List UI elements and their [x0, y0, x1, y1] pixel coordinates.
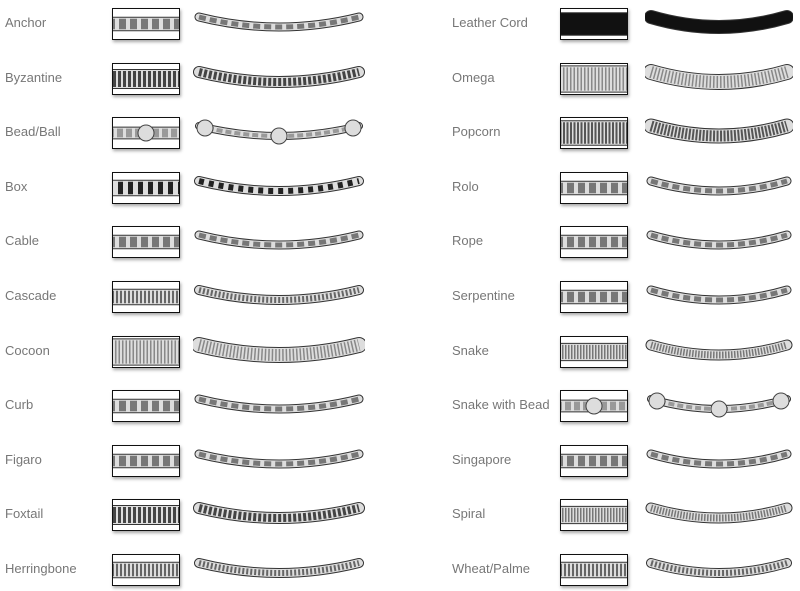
chain-name: Figaro: [5, 451, 42, 467]
chain-name: Leather Cord: [452, 15, 528, 30]
chain-row-omega: Omega: [0, 60, 800, 100]
chain-row-singapore: Singapore: [0, 442, 800, 482]
chain-row-popcorn: Popcorn: [0, 114, 800, 154]
chain-image-snake: [645, 335, 793, 371]
chain-swatch-cocoon: [112, 335, 180, 368]
chain-swatch-foxtail: [112, 499, 180, 532]
chain-row-herringbone: Herringbone: [0, 551, 800, 591]
chain-name: Cascade: [5, 288, 57, 303]
chain-name: Anchor: [5, 15, 47, 30]
chain-image-rolo: [645, 171, 793, 207]
bead: [137, 124, 155, 142]
bead: [710, 400, 728, 418]
chain-image-omega: [645, 62, 793, 98]
chain-swatch-serpentine: [560, 281, 628, 313]
bead: [270, 127, 288, 145]
chain-row-rolo: Rolo: [0, 169, 800, 209]
chain-image-serpentine: [645, 280, 793, 316]
bead: [344, 119, 362, 137]
chain-swatch-bead-ball: [112, 117, 180, 150]
bead: [648, 392, 666, 410]
chain-name: Snake: [452, 342, 489, 358]
chain-swatch-singapore: [560, 444, 628, 477]
chain-image-popcorn: [645, 116, 793, 152]
bead: [772, 392, 790, 410]
chain-row-anchor: Anchor: [0, 5, 800, 45]
chain-row-box: Box: [0, 169, 800, 209]
chain-row-cable: Cable: [0, 223, 800, 263]
chain-swatch-cable: [112, 226, 180, 259]
chain-name: Omega: [452, 69, 495, 85]
chain-row-byzantine: Byzantine: [0, 60, 800, 100]
chain-name: Wheat/Palme: [452, 561, 531, 576]
chain-swatch-figaro: [112, 444, 180, 477]
chain-name: Popcorn: [452, 124, 501, 140]
chain-name: Cable: [5, 233, 39, 249]
chain-row-wheat-palme: Wheat/Palme: [0, 551, 800, 591]
chain-row-snake-with-bead: Snake with Bead: [0, 387, 800, 427]
chain-swatch-box: [112, 171, 180, 204]
chain-name: Bead/Ball: [5, 124, 61, 140]
chain-name: Foxtail: [5, 506, 44, 522]
chain-image-singapore: [645, 444, 793, 480]
chain-row-snake: Snake: [0, 333, 800, 373]
chain-name: Byzantine: [5, 69, 63, 85]
chain-image-cascade: [193, 280, 365, 316]
chain-row-cascade: Cascade: [0, 278, 800, 318]
chain-row-serpentine: Serpentine: [0, 278, 800, 318]
chain-image-cable: [193, 225, 365, 261]
chain-swatch-byzantine: [112, 62, 180, 95]
chain-swatch-spiral: [560, 499, 628, 532]
chain-swatch-cascade: [112, 281, 180, 313]
chain-name: Box: [5, 178, 28, 194]
chain-swatch-snake-with-bead: [560, 390, 628, 423]
chain-name: Snake with Bead: [452, 397, 550, 413]
chain-name: Herringbone: [5, 561, 77, 576]
chain-name: Singapore: [452, 451, 512, 467]
chain-swatch-curb: [112, 390, 180, 423]
chain-name: Serpentine: [452, 288, 515, 303]
chain-image-byzantine: [193, 62, 365, 98]
chain-swatch-rope: [560, 226, 628, 259]
chain-image-figaro: [193, 444, 365, 480]
chain-image-snake-with-bead: [645, 389, 793, 425]
chain-swatch-herringbone: [112, 554, 180, 586]
chain-swatch-anchor: [112, 8, 180, 40]
chain-swatch-wheat-palme: [560, 554, 628, 586]
chain-image-foxtail: [193, 498, 365, 534]
bead: [196, 119, 214, 137]
chain-swatch-rolo: [560, 171, 628, 204]
chain-swatch-leather-cord: [560, 8, 628, 40]
chain-row-bead-ball: Bead/Ball: [0, 114, 800, 154]
chain-swatch-popcorn: [560, 117, 628, 150]
chain-image-wheat-palme: [645, 553, 793, 589]
chain-name: Curb: [5, 397, 34, 413]
chain-image-anchor: [193, 7, 365, 43]
chain-image-bead-ball: [193, 116, 365, 152]
chain-name: Spiral: [452, 506, 486, 522]
chain-image-rope: [645, 225, 793, 261]
chain-row-leather-cord: Leather Cord: [0, 5, 800, 45]
chain-image-spiral: [645, 498, 793, 534]
chain-row-figaro: Figaro: [0, 442, 800, 482]
chain-row-cocoon: Cocoon: [0, 333, 800, 373]
chain-swatch-snake: [560, 335, 628, 368]
chain-image-cocoon: [193, 335, 365, 371]
chain-image-box: [193, 171, 365, 207]
chain-swatch-omega: [560, 62, 628, 95]
chain-image-leather-cord: [645, 7, 793, 43]
chain-row-spiral: Spiral: [0, 496, 800, 536]
chain-row-curb: Curb: [0, 387, 800, 427]
chain-image-curb: [193, 389, 365, 425]
chain-row-rope: Rope: [0, 223, 800, 263]
chain-name: Rope: [452, 233, 484, 249]
chain-name: Rolo: [452, 178, 479, 194]
chain-row-foxtail: Foxtail: [0, 496, 800, 536]
chain-image-herringbone: [193, 553, 365, 589]
chain-name: Cocoon: [5, 342, 50, 358]
bead: [585, 397, 603, 415]
